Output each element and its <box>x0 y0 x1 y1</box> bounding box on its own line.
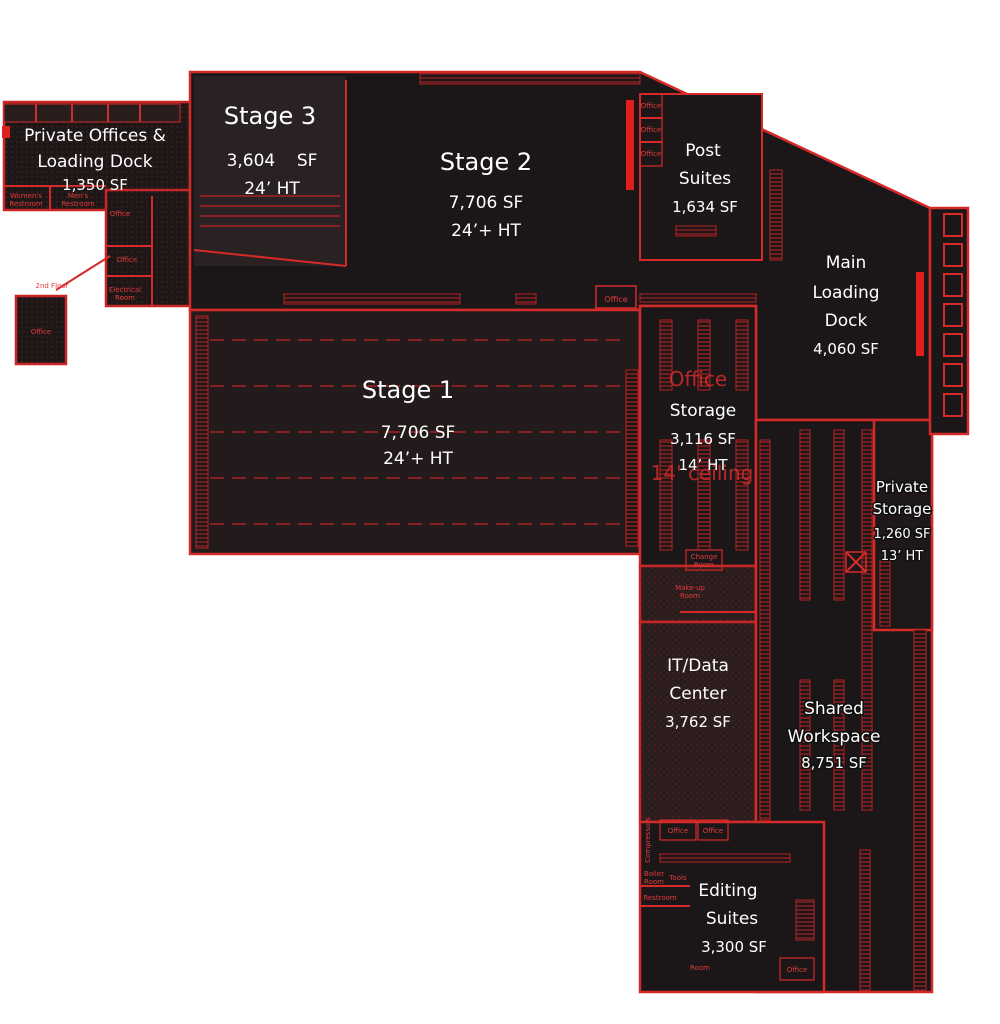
room-label: Room <box>690 964 710 972</box>
it-data-center-title: IT/Data <box>667 656 729 676</box>
stage-2-title: Stage 2 <box>440 148 532 176</box>
change-room-label-2: Room <box>694 561 714 569</box>
private-storage-height: 13’ HT <box>881 549 924 564</box>
post-office-label: Office <box>641 126 661 134</box>
editing-office-label: Office <box>787 966 807 974</box>
editing-suites-sf: 3,300 SF <box>701 938 767 956</box>
private-offices-title-2: Loading Dock <box>37 152 152 172</box>
loading-dock-title-3: Dock <box>825 311 868 331</box>
post-office-label: Office <box>641 150 661 158</box>
boiler-room-label: Boiler <box>644 870 664 878</box>
editing-suites-title-2: Suites <box>706 909 758 929</box>
electrical-room-label: Electrical <box>109 286 141 294</box>
restroom-label: Restroom <box>643 894 677 902</box>
electrical-room-label-2: Room <box>115 294 135 302</box>
it-data-center-area: Office Office IT/Data Center 3,762 SF <box>659 656 731 841</box>
stage-3-sf: 3,604 SF <box>227 151 318 171</box>
shared-workspace-sf: 8,751 SF <box>801 754 867 772</box>
svg-text:Office: Office <box>669 367 727 391</box>
loading-dock-title: Main <box>826 253 867 273</box>
main-loading-dock-area: Main Loading Dock 4,060 SF <box>812 213 963 417</box>
change-room-label: Change <box>691 553 718 561</box>
stage-1-area: Stage 1 7,706 SF 24’+ HT <box>195 315 639 549</box>
loading-dock-title-2: Loading <box>812 283 879 303</box>
stage-1-title: Stage 1 <box>362 376 454 404</box>
stage-2-area: Office Stage 2 7,706 SF 24’+ HT <box>283 73 757 309</box>
stage-1-sf: 7,706 SF <box>381 423 456 443</box>
storage-area: Office 14' ceiling Storage 3,116 SF 14’ … <box>651 319 754 551</box>
post-suites-title-2: Suites <box>679 169 731 189</box>
stage-2-office-label: Office <box>604 295 627 304</box>
private-storage-title: Private <box>876 478 928 496</box>
stage-2-height: 24’+ HT <box>451 221 521 241</box>
post-suites-area: Office Office Office Post Suites 1,634 S… <box>639 93 783 261</box>
makeup-room-label-2: Room <box>680 592 700 600</box>
private-offices-wing: Women's Restroom Men's Restroom Office O… <box>2 100 192 366</box>
it-office-label: Office <box>668 827 688 835</box>
stage-3-title: Stage 3 <box>224 102 316 130</box>
storage-sf: 3,116 SF <box>670 430 736 448</box>
makeup-room-label: Make-up <box>675 584 705 592</box>
stage-1-height: 24’+ HT <box>383 449 453 469</box>
shared-workspace-area: Shared Workspace 8,751 SF <box>759 429 927 991</box>
office-label: Office <box>110 210 130 218</box>
mens-restroom-label: Men's <box>68 192 89 200</box>
it-data-center-title-2: Center <box>669 684 726 704</box>
shared-workspace-title: Shared <box>804 699 864 719</box>
womens-restroom-label-2: Restroom <box>9 200 43 208</box>
office-label: Office <box>117 256 137 264</box>
mens-restroom-label-2: Restroom <box>61 200 95 208</box>
post-suites-sf: 1,634 SF <box>672 198 738 216</box>
womens-restroom-label: Women's <box>10 192 42 200</box>
private-offices-title: Private Offices & <box>24 126 166 146</box>
editing-suites-title: Editing <box>698 881 757 901</box>
shared-workspace-title-2: Workspace <box>788 727 881 747</box>
editing-suites-area: Compressors Boiler Room Tools Restroom O… <box>640 817 815 981</box>
storage-height: 14’ HT <box>678 456 728 474</box>
boiler-room-label-2: Room <box>644 878 664 886</box>
stage-3-height: 24’ HT <box>244 179 300 199</box>
private-storage-area: Private Storage 1,260 SF 13’ HT <box>871 477 933 566</box>
second-floor-office-label: Office <box>31 328 51 336</box>
it-office-label: Office <box>703 827 723 835</box>
storage-title: Storage <box>670 401 737 421</box>
stage-2-sf: 7,706 SF <box>449 193 524 213</box>
tools-label: Tools <box>668 874 687 882</box>
private-offices-sf: 1,350 SF <box>62 176 128 194</box>
loading-dock-sf: 4,060 SF <box>813 340 879 358</box>
stage-3-area: Stage 3 3,604 SF 24’ HT <box>193 76 347 267</box>
it-data-center-sf: 3,762 SF <box>665 713 731 731</box>
private-storage-title-2: Storage <box>873 500 932 518</box>
second-floor-label: 2nd Floor <box>36 282 69 290</box>
change-rooms: Change Room Make-up Room <box>675 549 756 613</box>
private-storage-sf: 1,260 SF <box>873 527 930 542</box>
svg-text:14' ceiling: 14' ceiling <box>651 461 754 485</box>
compressors-label: Compressors <box>644 817 652 863</box>
post-suites-title: Post <box>685 141 721 161</box>
post-office-label: Office <box>641 102 661 110</box>
